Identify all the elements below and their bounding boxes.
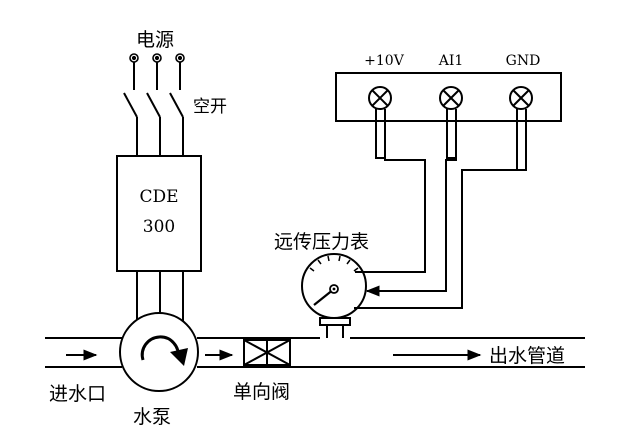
breaker-switch [123, 62, 184, 156]
breaker-label: 空开 [193, 97, 227, 117]
vfd-box [116, 155, 202, 272]
terminal-screws [368, 86, 533, 110]
water-pipe [45, 337, 585, 368]
pressure-gauge [301, 253, 367, 338]
power-terminals [129, 53, 185, 63]
vfd-model-line1: CDE [139, 187, 178, 207]
pump-label: 水泵 [133, 406, 171, 428]
terminal-label-10v: +10V [364, 53, 405, 69]
gauge-label: 远传压力表 [274, 231, 369, 253]
terminal-label-ai1: AI1 [438, 53, 464, 69]
motor-leads [136, 271, 184, 323]
inlet-label: 进水口 [49, 383, 106, 405]
power-label: 电源 [136, 29, 174, 51]
pump-symbol [119, 312, 199, 392]
outlet-label: 出水管道 [489, 345, 565, 367]
check-valve-symbol [243, 339, 291, 366]
check-valve-label: 单向阀 [233, 381, 290, 403]
signal-wires [354, 109, 527, 309]
vfd-model-line2: 300 [143, 217, 175, 237]
terminal-label-gnd: GND [506, 53, 541, 69]
